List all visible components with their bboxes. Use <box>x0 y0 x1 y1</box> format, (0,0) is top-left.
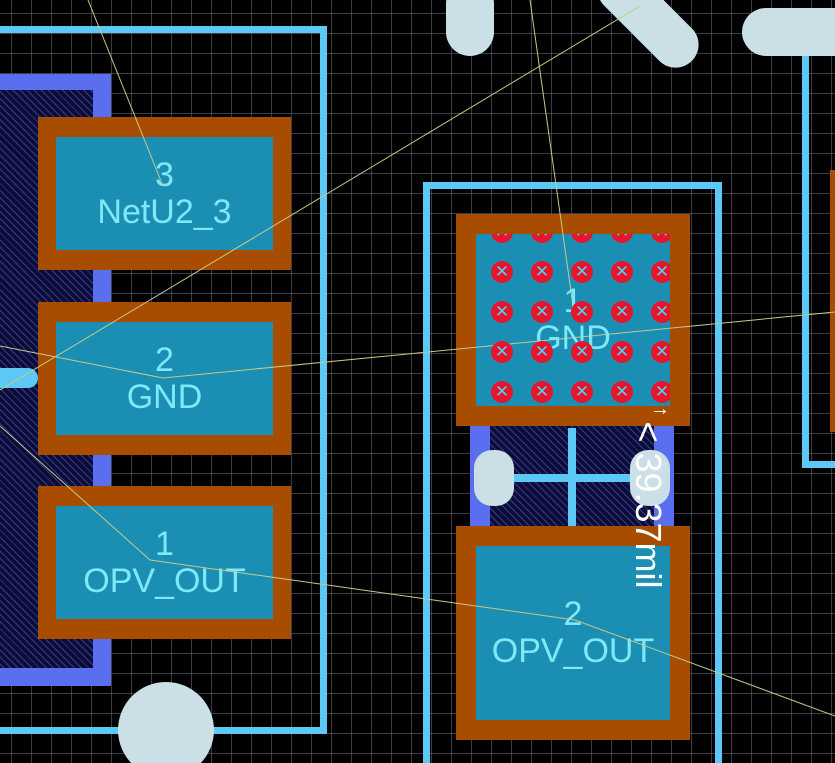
via-marker-icon: ✕ <box>491 261 513 283</box>
mounting-hole-top-left[interactable] <box>446 0 494 56</box>
via-marker-icon: ✕ <box>491 301 513 323</box>
via-array: ✕ ✕ ✕ ✕ ✕ ✕ ✕ ✕ ✕ ✕ ✕ ✕ ✕ ✕ ✕ ✕ ✕ ✕ ✕ ✕ ✕ ✕ ✕ ✕ ✕ <box>476 234 670 406</box>
via-marker-icon: ✕ <box>571 261 593 283</box>
via-marker-icon: ✕ <box>491 341 513 363</box>
via-marker-icon: ✕ <box>531 261 553 283</box>
via-marker-icon: ✕ <box>651 341 670 363</box>
via-marker-icon: ✕ <box>651 261 670 283</box>
pad-left-2-net: GND <box>126 377 203 416</box>
via-marker-icon: ✕ <box>651 234 670 243</box>
pad-left-2-number: 2 <box>155 340 174 379</box>
pad-left-3-net: NetU2_3 <box>97 192 232 231</box>
via-marker-icon: ✕ <box>491 381 513 403</box>
via-marker-icon: ✕ <box>491 234 513 243</box>
silkscreen-outline-far-right <box>802 52 835 468</box>
right-fiducial-left[interactable] <box>474 450 514 506</box>
dimension-label[interactable]: < 39.37mil <box>628 421 669 589</box>
pad-left-2[interactable]: 2 GND <box>38 302 291 455</box>
mounting-hole-bottom[interactable] <box>118 682 214 763</box>
direction-arrow-icon: → <box>650 398 670 420</box>
pad-left-1-net: OPV_OUT <box>83 561 246 600</box>
mounting-hole-top-right[interactable] <box>742 8 835 56</box>
via-marker-icon: ✕ <box>531 341 553 363</box>
via-marker-icon: ✕ <box>611 381 633 403</box>
via-marker-icon: ✕ <box>531 381 553 403</box>
right-fiducial-right[interactable] <box>630 450 670 506</box>
pad-left-3[interactable]: 3 NetU2_3 <box>38 117 291 270</box>
via-marker-icon: ✕ <box>611 234 633 243</box>
via-marker-icon: ✕ <box>611 341 633 363</box>
via-marker-icon: ✕ <box>611 301 633 323</box>
via-marker-icon: ✕ <box>571 234 593 243</box>
pad-right-2-number: 2 <box>563 595 583 634</box>
pad-left-3-number: 3 <box>155 155 174 194</box>
via-marker-icon: ✕ <box>611 261 633 283</box>
mounting-slot-top[interactable] <box>587 0 709 78</box>
via-marker-icon: ✕ <box>531 301 553 323</box>
via-marker-icon: ✕ <box>571 301 593 323</box>
left-component-outline-bottom <box>0 668 111 686</box>
via-marker-icon: ✕ <box>571 381 593 403</box>
via-marker-icon: ✕ <box>531 234 553 243</box>
far-right-pad-edge[interactable] <box>830 170 835 432</box>
via-marker-icon: ✕ <box>651 301 670 323</box>
pad-right-1[interactable]: 1 GND ✕✕✕✕✕✕✕✕✕✕✕✕✕✕✕✕✕✕✕✕✕✕✕✕✕ <box>456 214 690 426</box>
pad-right-2-net: OPV_OUT <box>491 632 655 670</box>
pad-left-1[interactable]: 1 OPV_OUT <box>38 486 291 639</box>
via-marker-icon: ✕ <box>651 381 670 403</box>
via-marker-icon: ✕ <box>571 341 593 363</box>
right-silk-line-horizontal <box>510 474 636 482</box>
pad-left-1-number: 1 <box>155 524 174 563</box>
